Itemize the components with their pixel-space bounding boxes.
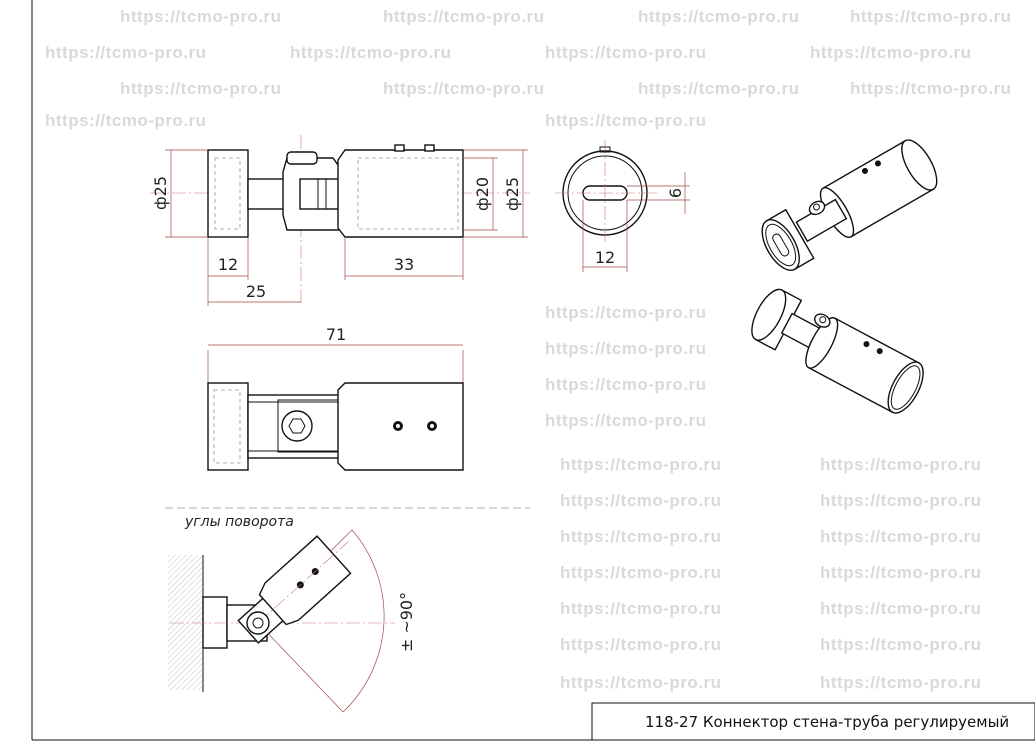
watermark-text: https://tcmo-pro.ru <box>560 635 722 654</box>
watermark-text: https://tcmo-pro.ru <box>545 375 707 394</box>
dim-tube-outer-diameter: ф25 <box>503 177 522 211</box>
wall-flange <box>207 149 249 238</box>
watermark-text: https://tcmo-pro.ru <box>560 455 722 474</box>
isometric-view-back <box>751 288 924 414</box>
watermark-text: https://tcmo-pro.ru <box>560 599 722 618</box>
wall-hatch <box>168 555 203 690</box>
watermark-text: https://tcmo-pro.ru <box>120 79 282 98</box>
dim-flange-width: 12 <box>218 255 238 274</box>
watermark-text: https://tcmo-pro.ru <box>545 111 707 130</box>
watermark-text: https://tcmo-pro.ru <box>45 43 207 62</box>
watermark-text: https://tcmo-pro.ru <box>820 673 982 692</box>
hex-socket-icon <box>288 418 306 434</box>
watermark-text: https://tcmo-pro.ru <box>638 7 800 26</box>
watermark-text: https://tcmo-pro.ru <box>820 563 982 582</box>
rotation-label: углы поворота <box>184 514 294 530</box>
dim-slot-length: 12 <box>595 248 615 267</box>
watermark-text: https://tcmo-pro.ru <box>638 79 800 98</box>
watermark-text: https://tcmo-pro.ru <box>545 43 707 62</box>
side-view: ф25 12 25 33 ф20 ф25 <box>150 135 530 306</box>
watermark-text: https://tcmo-pro.ru <box>560 491 722 510</box>
watermark-text: https://tcmo-pro.ru <box>850 7 1012 26</box>
isometric-view-front <box>761 139 938 271</box>
front-view: 71 <box>207 325 464 471</box>
dim-tube-length: 33 <box>394 255 414 274</box>
watermark-text: https://tcmo-pro.ru <box>120 7 282 26</box>
watermark-text: https://tcmo-pro.ru <box>820 527 982 546</box>
watermark-text: https://tcmo-pro.ru <box>820 455 982 474</box>
watermark-text: https://tcmo-pro.ru <box>545 303 707 322</box>
title-block <box>591 702 1035 741</box>
drawing-title: 118-27 Коннектор стена-труба регулируемы… <box>645 713 1009 731</box>
rotation-angle: ± ~90° <box>397 592 416 652</box>
watermark-text: https://tcmo-pro.ru <box>383 7 545 26</box>
hex-screw <box>281 410 313 442</box>
watermark-text: https://tcmo-pro.ru <box>560 527 722 546</box>
watermark-text: https://tcmo-pro.ru <box>545 411 707 430</box>
dim-overall-length: 71 <box>326 325 346 344</box>
watermark-text: https://tcmo-pro.ru <box>383 79 545 98</box>
end-view: 6 12 <box>555 140 690 272</box>
dim-pivot-offset: 25 <box>246 282 266 301</box>
watermark-text: https://tcmo-pro.ru <box>810 43 972 62</box>
dim-flange-diameter: ф25 <box>151 176 170 210</box>
watermark-text: https://tcmo-pro.ru <box>45 111 207 130</box>
watermark-text: https://tcmo-pro.ru <box>290 43 452 62</box>
watermark-text: https://tcmo-pro.ru <box>560 673 722 692</box>
watermark-text: https://tcmo-pro.ru <box>820 635 982 654</box>
watermark-text: https://tcmo-pro.ru <box>850 79 1012 98</box>
tube <box>337 149 464 238</box>
watermark-text: https://tcmo-pro.ru <box>545 339 707 358</box>
watermark-text: https://tcmo-pro.ru <box>560 563 722 582</box>
dim-slot-width: 6 <box>666 188 685 198</box>
watermark-text: https://tcmo-pro.ru <box>820 491 982 510</box>
rotation-view: ± ~90° <box>168 529 416 713</box>
watermark-text: https://tcmo-pro.ru <box>820 599 982 618</box>
dim-tube-inner-diameter: ф20 <box>473 177 492 211</box>
